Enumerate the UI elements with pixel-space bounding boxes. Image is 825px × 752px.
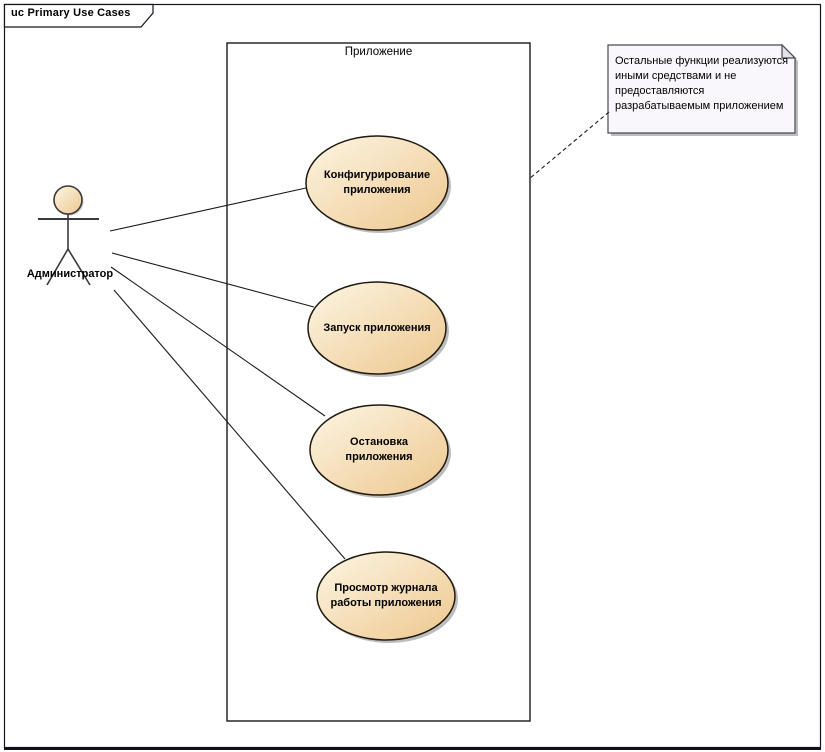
note-link-connector[interactable] bbox=[528, 111, 610, 180]
actor-leg-left bbox=[46, 248, 69, 286]
association-admin-viewlog[interactable] bbox=[113, 289, 346, 560]
association-admin-configure[interactable] bbox=[109, 187, 307, 232]
usecase-start[interactable] bbox=[307, 281, 449, 377]
actor-administrator[interactable] bbox=[38, 185, 99, 286]
actor-head bbox=[53, 185, 83, 215]
usecase-ellipse[interactable] bbox=[307, 281, 447, 375]
note-text: Остальные функции реализуются иными сред… bbox=[615, 55, 789, 112]
usecase-stop[interactable] bbox=[309, 404, 451, 498]
actor-leg-right bbox=[67, 248, 91, 286]
usecase-ellipse[interactable] bbox=[305, 135, 449, 231]
note-fold-corner-icon bbox=[781, 43, 797, 59]
association-admin-start[interactable] bbox=[111, 252, 315, 308]
note-body[interactable] bbox=[607, 44, 796, 134]
note-shape[interactable] bbox=[607, 43, 798, 136]
usecase-configure[interactable] bbox=[305, 135, 451, 233]
usecase-label-start: Запуск приложения bbox=[323, 321, 431, 334]
frame-title-tab bbox=[3, 3, 154, 28]
association-admin-stop[interactable] bbox=[110, 266, 326, 417]
usecase-label-viewlog: Просмотр журнала работы приложения bbox=[330, 582, 442, 609]
actor-name-label: Администратор bbox=[26, 268, 114, 280]
usecase-label-configure: Конфигурирование приложения bbox=[323, 169, 431, 196]
system-boundary-label: Приложение bbox=[344, 46, 413, 58]
frame-title: uc Primary Use Cases bbox=[11, 7, 131, 19]
usecase-ellipse[interactable] bbox=[316, 551, 456, 641]
usecase-label-stop: Остановка приложения bbox=[345, 436, 413, 463]
usecase-viewlog[interactable] bbox=[316, 551, 458, 643]
usecase-ellipse[interactable] bbox=[309, 404, 449, 496]
